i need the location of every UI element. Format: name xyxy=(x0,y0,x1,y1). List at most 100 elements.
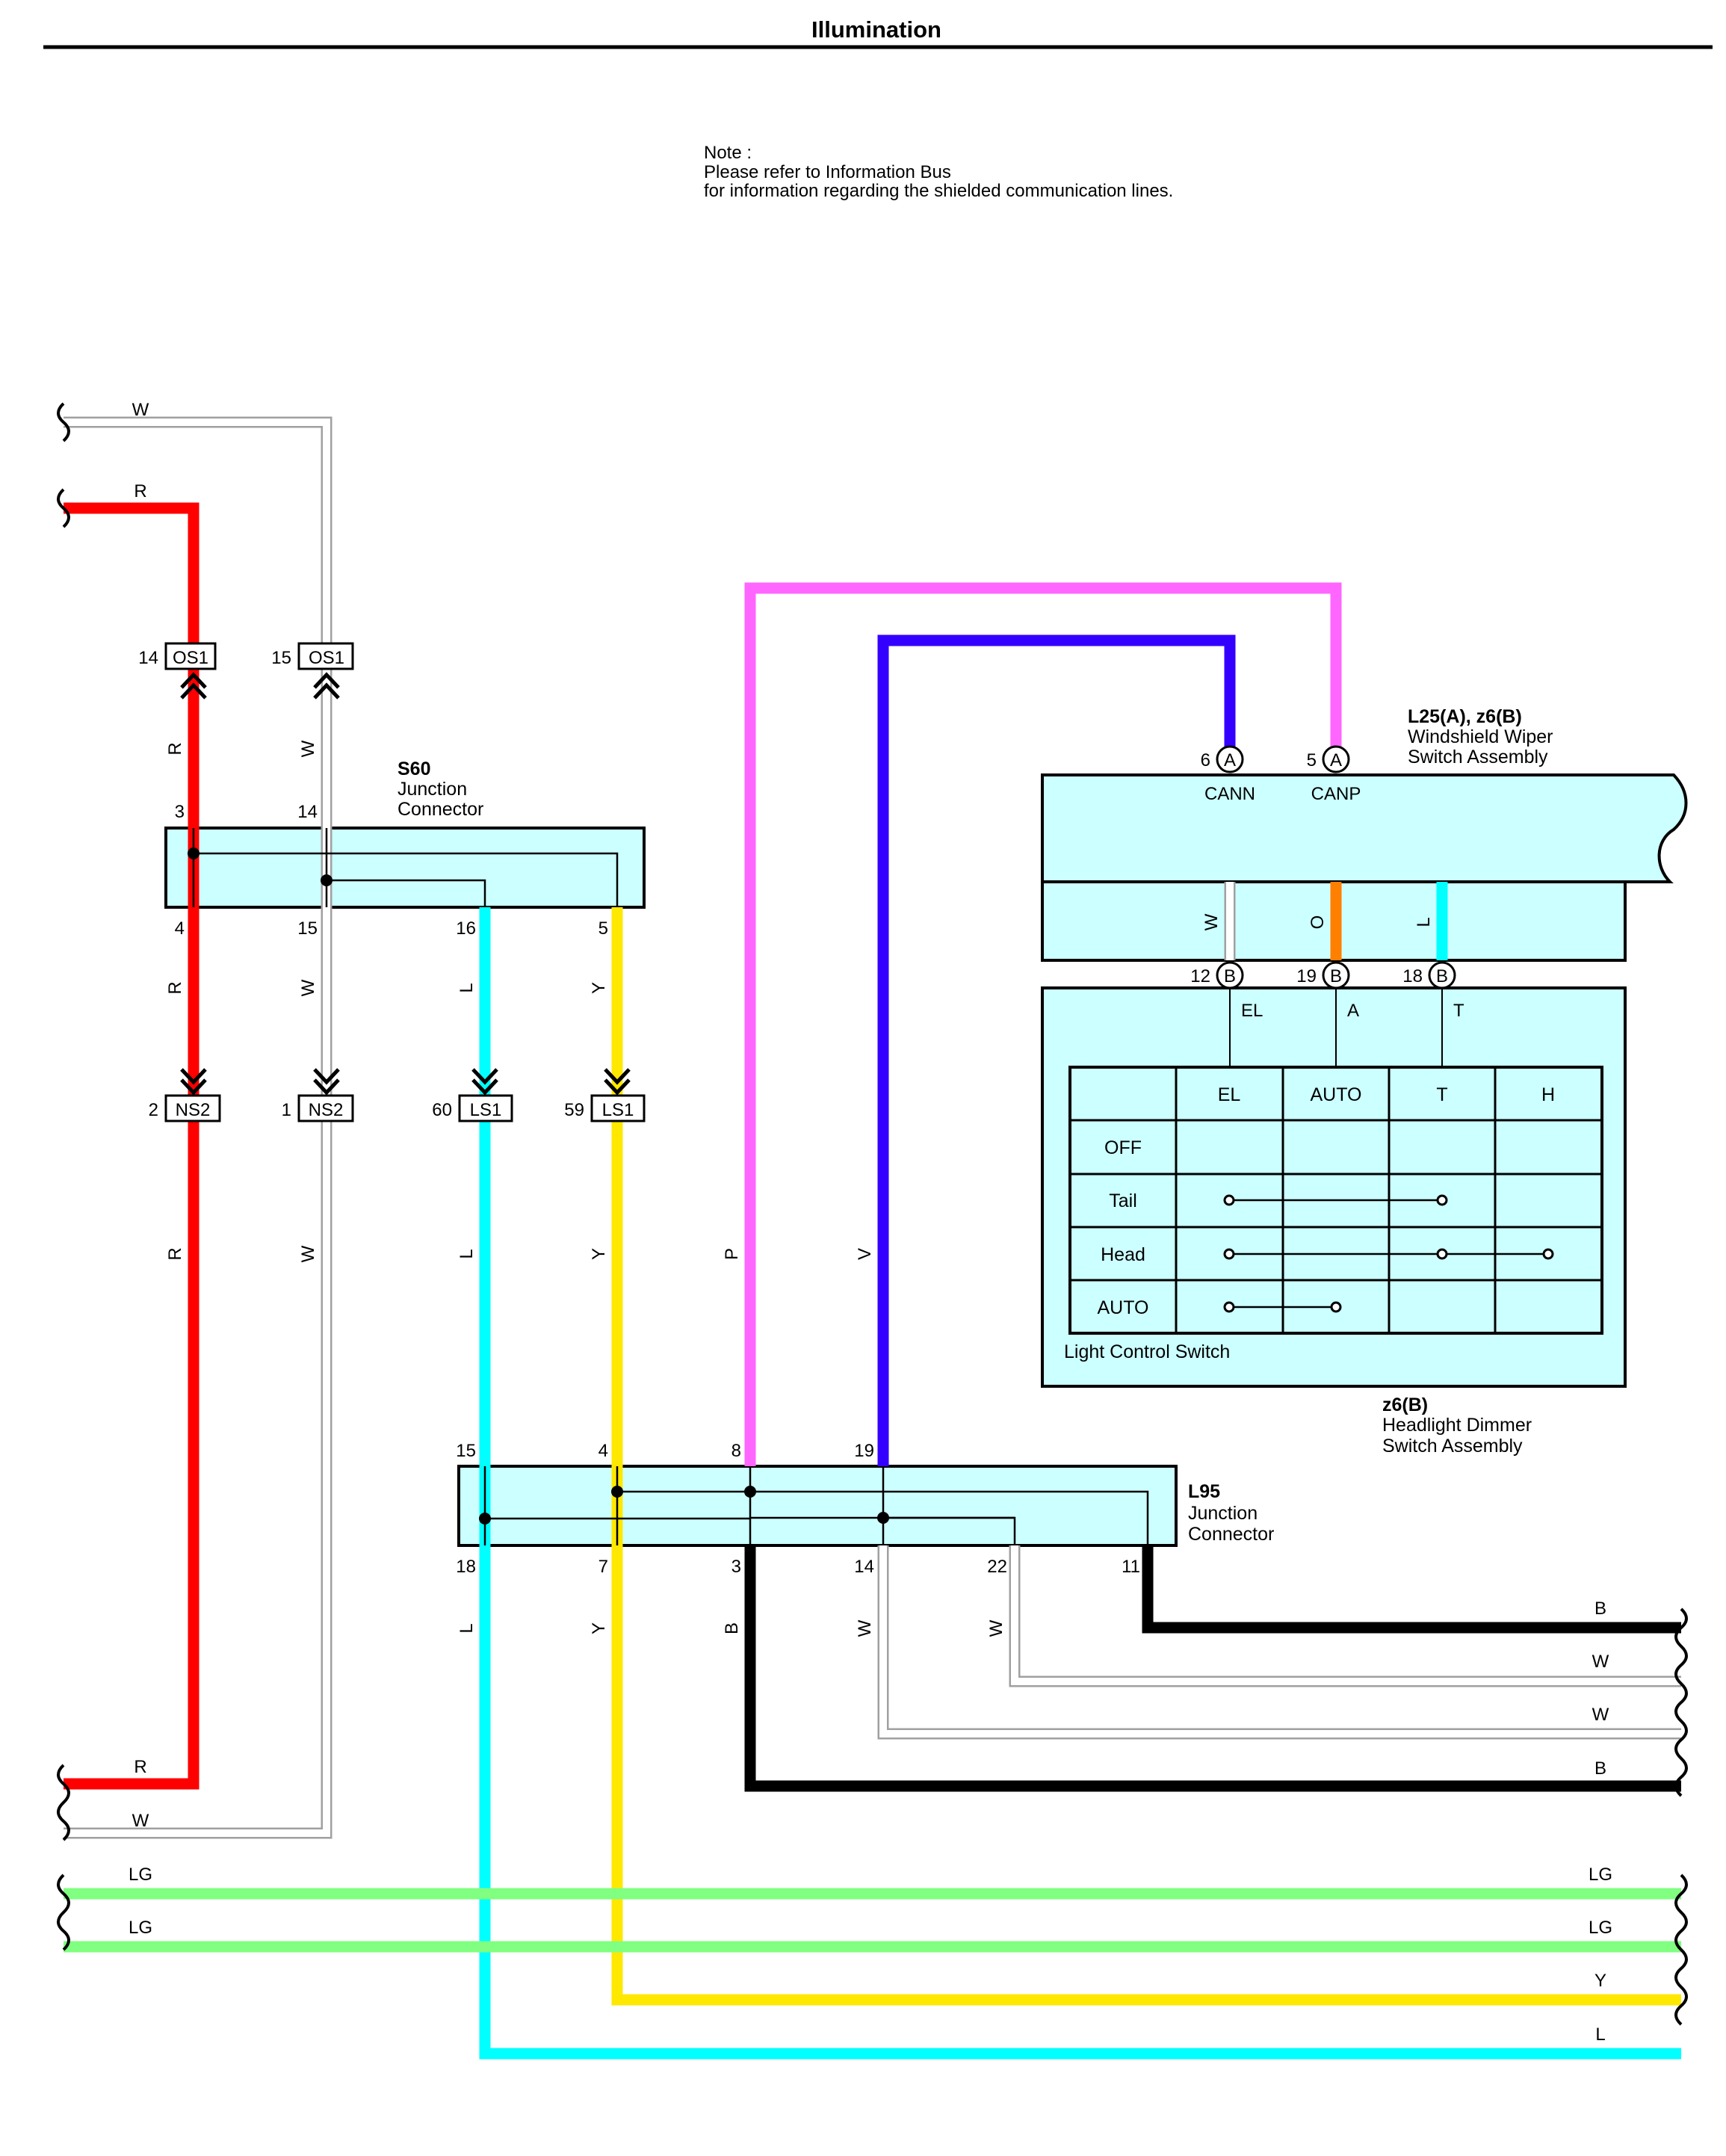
wire-label-lg: LG xyxy=(129,1918,152,1938)
l95-pin-11: 11 xyxy=(1122,1557,1140,1577)
continuity-dot-head xyxy=(1223,1248,1235,1260)
connector-os1-15-name: OS1 xyxy=(309,648,344,668)
l95-pin-8: 8 xyxy=(731,1441,741,1461)
l95-splice-dot xyxy=(877,1512,889,1524)
row-header-auto: AUTO xyxy=(1098,1297,1149,1318)
wire-label-w: W xyxy=(1592,1652,1609,1672)
l95-splice-dot xyxy=(479,1513,491,1525)
wire-label-w: W xyxy=(1592,1705,1609,1725)
dimmer-line1: Headlight Dimmer xyxy=(1382,1415,1532,1436)
wire-y xyxy=(611,907,1681,2006)
wire-label-b: B xyxy=(722,1622,742,1634)
wiper-pin-canp-signal: CANP xyxy=(1311,784,1361,804)
connector-os1-14: OS1 14 xyxy=(138,642,217,699)
l95-internal-bus xyxy=(483,1466,1149,1545)
wire-label-lg: LG xyxy=(1589,1918,1612,1938)
connector-os1-15-pin: 15 xyxy=(271,648,291,668)
dimmer-id: z6(B) xyxy=(1382,1394,1428,1415)
wiper-pin-t-signal: T xyxy=(1453,1001,1464,1021)
wiper-pin-cann-conn: A xyxy=(1224,750,1236,770)
continuity-dot-head xyxy=(1542,1248,1554,1260)
wiper-pin-t-num: 18 xyxy=(1402,966,1423,986)
s60-id: S60 xyxy=(398,759,430,779)
l95-pin-19: 19 xyxy=(854,1441,874,1461)
wire-label-o: O xyxy=(1308,915,1328,930)
wire-label-r: R xyxy=(165,742,185,755)
s60-pin-14: 14 xyxy=(297,802,318,822)
wire-label-r: R xyxy=(165,981,185,994)
s60-pin-numbers: 3 14 4 15 16 5 xyxy=(175,802,608,939)
wire-label-l: L xyxy=(457,1623,477,1633)
l95-label: L95 Junction Connector xyxy=(1188,1481,1274,1545)
light-switch-caption: Light Control Switch xyxy=(1064,1341,1230,1362)
continuity-dot-tail xyxy=(1223,1194,1235,1206)
l95-pin-3: 3 xyxy=(731,1557,741,1577)
wire-label-b: B xyxy=(1594,1599,1606,1619)
s60-splice-dot xyxy=(188,847,199,859)
connector-os1-14-pin: 14 xyxy=(138,648,158,668)
wiper-pin-a-num: 19 xyxy=(1296,966,1317,986)
continuity-dot-auto xyxy=(1223,1301,1235,1313)
wire-w-pin22 xyxy=(1009,1545,1681,1687)
connector-ns2-1-name: NS2 xyxy=(309,1100,344,1120)
s60-internal-bus xyxy=(192,828,619,907)
dimmer-switch-box xyxy=(1041,986,1627,1388)
wire-label-w: W xyxy=(986,1619,1006,1637)
dimmer-label: z6(B) Headlight Dimmer Switch Assembly xyxy=(1382,1394,1532,1457)
wire-label-p: P xyxy=(722,1248,742,1260)
wiper-pin-a-signal: A xyxy=(1347,1001,1359,1021)
wiper-label: L25(A), z6(B) Windshield Wiper Switch As… xyxy=(1408,706,1553,767)
connector-ls1-60-name: LS1 xyxy=(470,1100,502,1120)
wire-label-y: Y xyxy=(589,982,609,994)
s60-pin-4: 4 xyxy=(175,918,185,939)
wire-labels-horizontal: W R R W LG LG B W W B LG LG Y L xyxy=(129,400,1612,2045)
wiper-switch-body xyxy=(1041,773,1688,883)
wire-label-v: V xyxy=(855,1248,875,1260)
s60-line2: Connector xyxy=(398,799,483,820)
wire-labels-vertical: R W R W L Y R W L Y P V L Y B W W W O L xyxy=(165,740,1434,1637)
col-header-auto: AUTO xyxy=(1311,1084,1362,1105)
l95-junction-box xyxy=(457,1465,1178,1547)
col-header-el: EL xyxy=(1218,1084,1241,1105)
s60-pin-16: 16 xyxy=(456,918,476,939)
wire-label-lg: LG xyxy=(129,1865,152,1885)
wire-v xyxy=(877,634,1236,1466)
wiper-pins: A 6 CANN A 5 CANP B 12 EL B 19 A B 18 T xyxy=(1190,745,1464,1021)
s60-splice-dot xyxy=(321,874,332,886)
connector-ls1-59: LS1 59 xyxy=(564,1068,646,1122)
wire-w-left-top-core xyxy=(64,418,330,1837)
wire-label-w: W xyxy=(298,1245,318,1262)
l95-pin-15: 15 xyxy=(456,1441,476,1461)
wire-label-y: Y xyxy=(589,1248,609,1260)
wire-label-l: L xyxy=(457,1249,477,1258)
wire-label-y: Y xyxy=(1594,1971,1606,1991)
continuity-marks xyxy=(1223,1194,1554,1313)
l95-pin-4: 4 xyxy=(598,1441,608,1461)
wire-w-pin14-core xyxy=(879,1545,1681,1738)
connector-ns2-2: NS2 2 xyxy=(149,1068,221,1122)
l95-pin-22: 22 xyxy=(987,1557,1007,1577)
wiper-pin-a-conn: B xyxy=(1330,966,1342,986)
wire-label-w: W xyxy=(1201,913,1222,930)
s60-label: S60 Junction Connector xyxy=(398,759,483,820)
s60-junction-box xyxy=(164,827,646,909)
wiper-pin-canp-conn: A xyxy=(1330,750,1342,770)
l95-pin-18: 18 xyxy=(456,1557,476,1577)
l95-id: L95 xyxy=(1188,1481,1220,1502)
continuity-dot-auto xyxy=(1330,1301,1342,1313)
wire-label-lg: LG xyxy=(1589,1865,1612,1885)
wiper-pin-el-num: 12 xyxy=(1190,966,1210,986)
wiper-id: L25(A), z6(B) xyxy=(1408,706,1522,727)
connector-ls1-59-name: LS1 xyxy=(602,1100,634,1120)
note-line-2: for information regarding the shielded c… xyxy=(704,181,1173,201)
dimmer-line2: Switch Assembly xyxy=(1382,1436,1523,1457)
wire-label-w: W xyxy=(855,1619,875,1637)
wiper-pin-t-conn: B xyxy=(1436,966,1448,986)
wire-b-pin3 xyxy=(744,1545,1681,1792)
wire-label-b: B xyxy=(1594,1758,1606,1779)
row-header-head: Head xyxy=(1101,1244,1145,1265)
connector-ns2-1-pin: 1 xyxy=(282,1100,291,1120)
s60-pin-5: 5 xyxy=(598,918,608,939)
row-header-tail: Tail xyxy=(1109,1190,1137,1211)
